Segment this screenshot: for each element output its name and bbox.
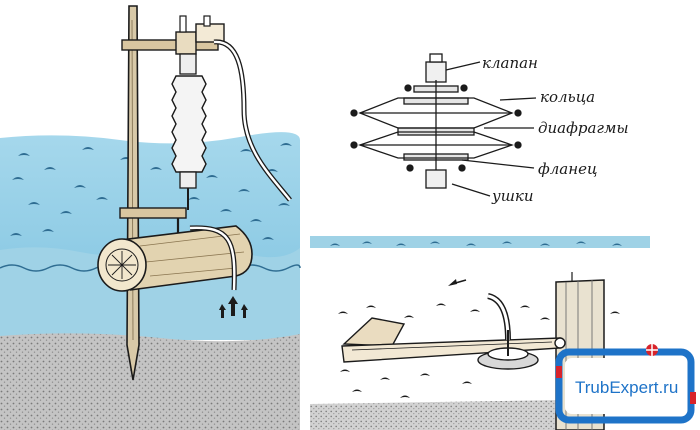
log-float [97, 225, 253, 292]
arrow-up-icon [219, 296, 248, 318]
flow-arrow-icon [448, 279, 467, 286]
label-diaphragms: диафрагмы [538, 119, 629, 137]
label-lugs: ушки [491, 187, 534, 205]
upper-clamp-bar [121, 39, 219, 51]
pump-detail [350, 53, 537, 197]
pipe-logo-icon [555, 348, 695, 424]
label-flange: фланец [538, 160, 597, 178]
river-bed [0, 333, 300, 430]
label-rings: кольца [540, 88, 595, 106]
left-scene [0, 5, 301, 430]
trubexpert-logo: TrubExpert.ru [555, 344, 696, 424]
bellows-pump [171, 53, 207, 210]
lower-clamp-bar [119, 207, 187, 219]
water-waves [10, 143, 292, 240]
logo-text: TrubExpert.ru [575, 378, 678, 397]
right-scene [310, 236, 650, 430]
label-valve: клапан [482, 54, 538, 72]
lever-pump [341, 293, 566, 370]
